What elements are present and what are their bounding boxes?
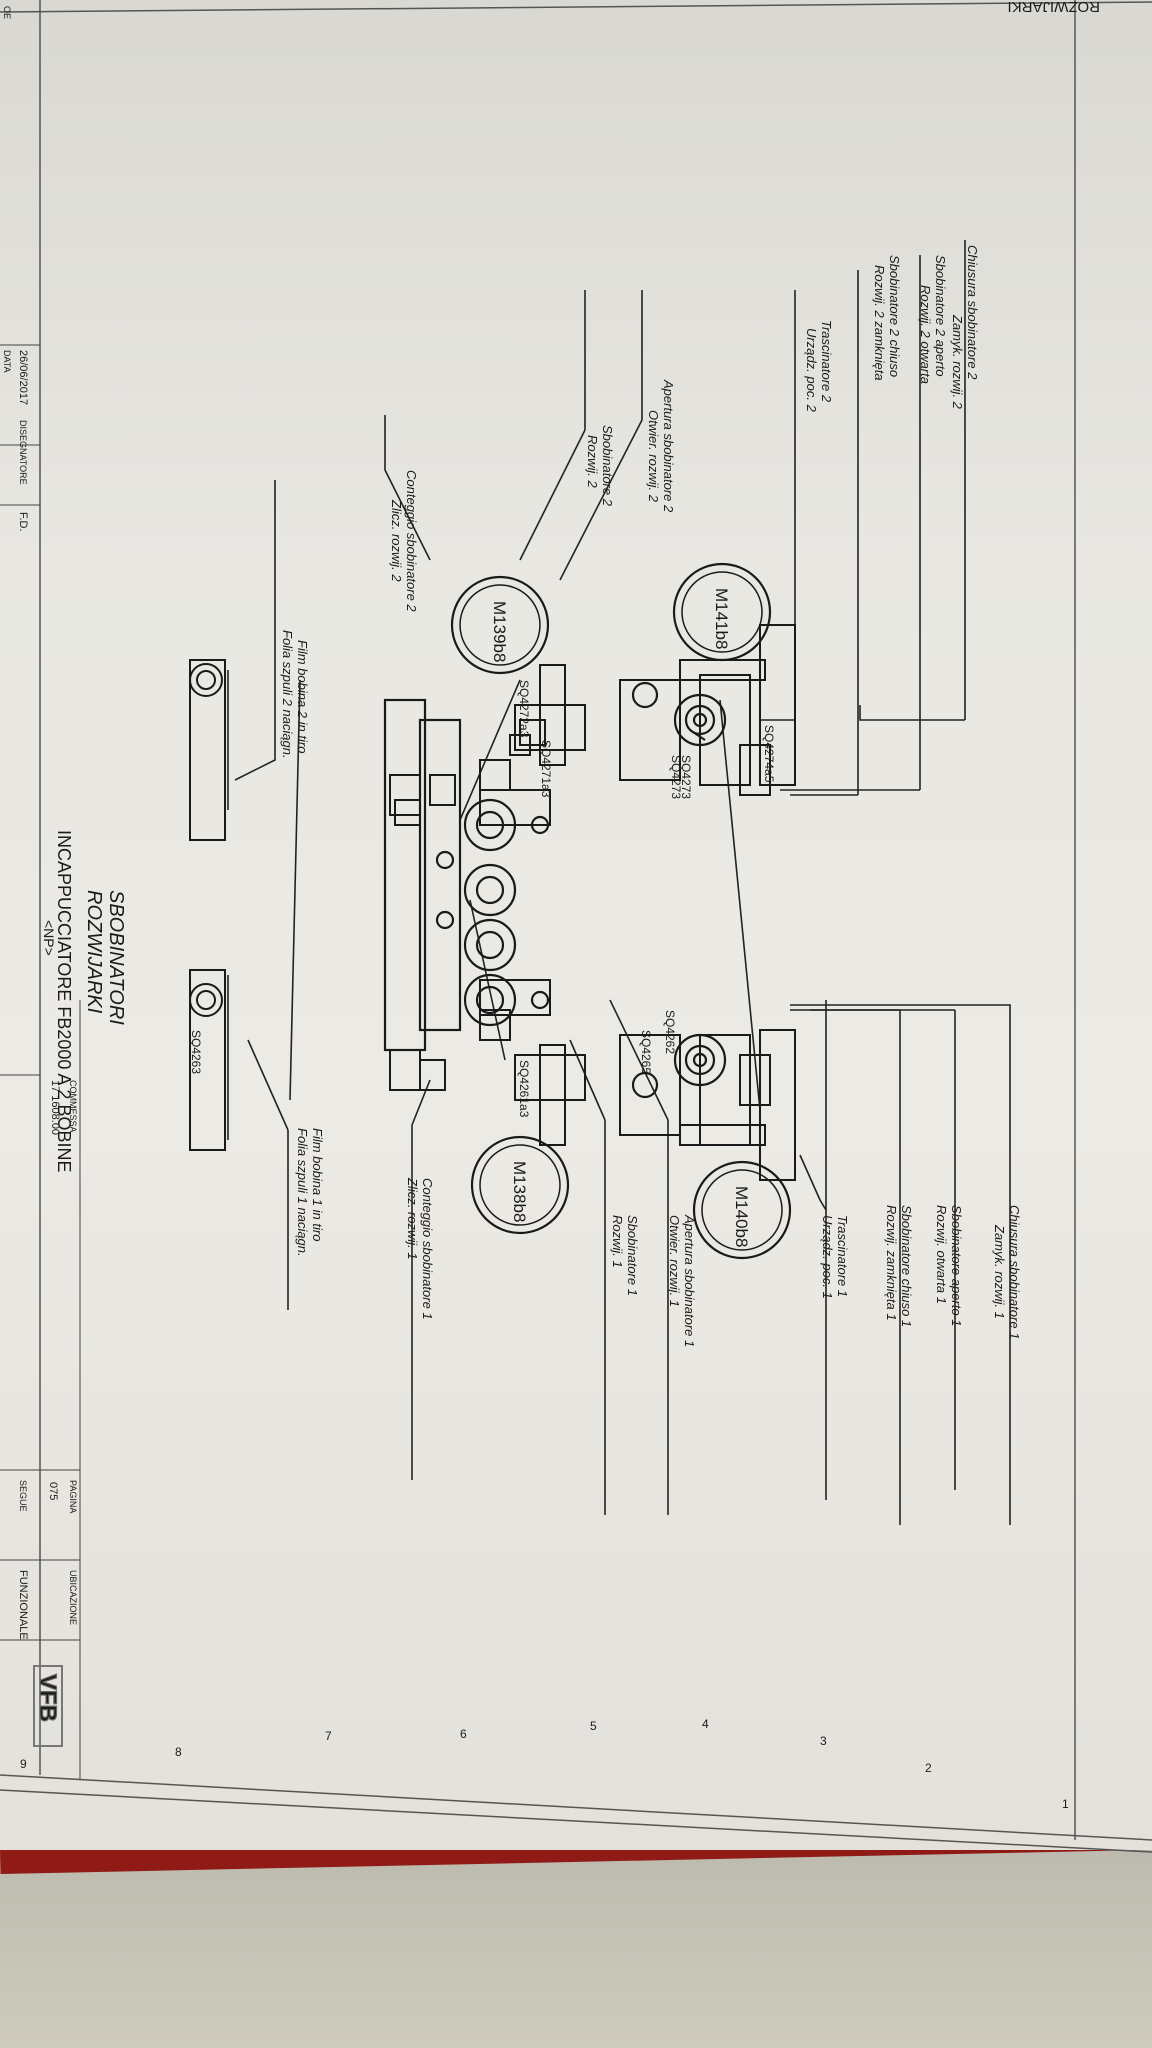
- sensor-sq4263: SQ4263: [189, 1030, 203, 1074]
- logo-text: VFB: [34, 1674, 61, 1722]
- title-line1: SBOBINATORI: [105, 890, 127, 1025]
- sensor-sq4274a5: SQ4274a5: [762, 725, 776, 783]
- label-sbob2aperto: Sbobinatore 2 aperto: [933, 255, 948, 376]
- motor-m138: M138b8: [470, 1135, 570, 1235]
- motor-m139-label: M139b8: [490, 601, 509, 662]
- label-folia1: Folia szpuli 1 naciągn.: [295, 1128, 310, 1257]
- tb-commessa-label: COMMESSA: [68, 1080, 78, 1133]
- label-sbob2: Sbobinatore 2: [600, 425, 615, 507]
- tb-ubicazione-label: UBICAZIONE: [68, 1570, 78, 1625]
- label-film2: Film bobina 2 in tiro: [295, 640, 310, 753]
- grid-number: 7: [325, 1729, 332, 1743]
- tb-segue-label: SEGUE: [18, 1480, 28, 1512]
- motor-m141-label: M141b8: [712, 588, 731, 649]
- grid-number: 5: [590, 1719, 597, 1733]
- sensor-sq4272a3: SQ4272a3: [517, 680, 531, 738]
- tb-commessa-value: 17 1608.00: [49, 1080, 61, 1135]
- label-conteggio2: Conteggio sbobinatore 2: [404, 470, 419, 612]
- top-cut-text: ROZWIJARKI: [1008, 0, 1101, 15]
- label-apertura2: Apertura sbobinatore 2: [661, 379, 676, 513]
- unwinder1-labels: Chiusura sbobinatore 1 Zamyk. rozwij. 1 …: [295, 1128, 1022, 1347]
- label-sbob2chiuso: Sbobinatore 2 chiuso: [887, 255, 902, 377]
- label-chiusura2: Chiusura sbobinatore 2: [965, 245, 980, 380]
- title-line2: ROZWIJARKI: [83, 890, 105, 1014]
- label-urzadzpoc2: Urządz. poc. 2: [804, 328, 819, 413]
- label-sbob1aperto: Sbobinatore aperto 1: [949, 1205, 964, 1326]
- sensor-sq4273: SQ4273: [679, 755, 693, 799]
- unwinder2-labels: Chiusura sbobinatore 2 Zamyk. rozwij. 2 …: [280, 245, 980, 759]
- motor-m140: M140b8: [692, 1160, 792, 1260]
- label-apertura1: Apertura sbobinatore 1: [682, 1214, 697, 1347]
- center-rollers: [383, 681, 727, 1099]
- grid-number: 3: [820, 1734, 827, 1748]
- label-conteggio1: Conteggio sbobinatore 1: [420, 1178, 435, 1320]
- title-project: INCAPPUCCIATORE FB2000 A 2 BOBINE: [54, 830, 74, 1172]
- label-rozwij1otwarta: Rozwij. otwarta 1: [934, 1205, 949, 1304]
- label-sbob1: Sbobinatore 1: [625, 1215, 640, 1296]
- unwinder2-mechanism: [189, 624, 796, 841]
- label-rozwij2zamknieta: Rozwij. 2 zamknięta: [872, 265, 887, 381]
- label-urzadzpoc1: Urządz. poc. 1: [820, 1215, 835, 1299]
- label-sbob1chiuso: Sbobinatore chiuso 1: [899, 1205, 914, 1327]
- drawing-title: SBOBINATORI ROZWIJARKI INCAPPUCCIATORE F…: [41, 830, 127, 1172]
- sensor-tags: SQ4274a5 SQ4273 SQ4273 SQ4271a3 SQ4272a3…: [189, 680, 776, 1118]
- grid-number: 8: [175, 1745, 182, 1759]
- sensor-sq4271a3: SQ4271a3: [539, 740, 553, 798]
- leader-lines: [189, 240, 1011, 1525]
- vfb-logo: VFB: [33, 1665, 63, 1747]
- sensor-sq4265: SQ4265: [639, 1030, 653, 1074]
- label-rozwij1: Rozwij. 1: [610, 1215, 625, 1268]
- tb-pagina-label: PAGINA: [68, 1480, 78, 1513]
- grid-number: 4: [702, 1717, 709, 1731]
- tb-disegnatore-value: F.D.: [17, 512, 29, 532]
- label-otwier2: Otwier. rozwij. 2: [646, 410, 661, 503]
- grid-number: 9: [20, 1757, 27, 1771]
- label-rozwij2otwarta: Rozwij. 2 otwarta: [918, 285, 933, 384]
- unwinder1-mechanism: [189, 969, 796, 1181]
- label-zamyk2: Zamyk. rozwij. 2: [950, 314, 965, 410]
- motor-m138-label: M138b8: [510, 1161, 529, 1222]
- grid-number: 2: [925, 1761, 932, 1775]
- grid-number: 1: [1062, 1797, 1069, 1811]
- label-trascinatore2: Trascinatore 2: [819, 320, 834, 403]
- motor-m139: M139b8: [450, 575, 550, 675]
- grid-numbers: 1 2 3 4 5 6 7 8 9: [20, 1717, 1069, 1811]
- label-rozwij1zamknieta: Rozwij. zamknięta 1: [884, 1205, 899, 1321]
- label-trascinatore1: Trascinatore 1: [835, 1215, 850, 1297]
- tb-edge-label: OE: [2, 6, 12, 19]
- sensor-sq4262: SQ4262: [663, 1010, 677, 1054]
- label-otwier1: Otwier. rozwij. 1: [667, 1215, 682, 1307]
- tb-data-value: 26/06/2017: [17, 350, 29, 405]
- motor-m141: M141b8: [672, 562, 772, 662]
- sensor-sq4273b: SQ4273: [669, 755, 683, 799]
- label-zlicz2: Zlicz. rozwij. 2: [389, 499, 404, 582]
- label-film1: Film bobina 1 in tiro: [310, 1128, 325, 1241]
- label-folia2: Folia szpuli 2 naciągn.: [280, 630, 295, 759]
- sensor-sq4261a3: SQ4261a3: [517, 1060, 531, 1118]
- drawing-sheet: [0, 0, 1152, 1850]
- sheet-frame: [0, 0, 1152, 1853]
- motor-m140-label: M140b8: [732, 1186, 751, 1247]
- tb-disegnatore-label: DISEGNATORE: [18, 420, 28, 485]
- title-block: OE DATA 26/06/2017 DISEGNATORE F.D. COMM…: [0, 6, 81, 1780]
- tb-ubicazione-value: FUNZIONALE: [17, 1570, 29, 1640]
- tb-pagina-value: 075: [47, 1482, 59, 1500]
- grid-number: 6: [460, 1727, 467, 1741]
- label-rozwij2: Rozwij. 2: [585, 435, 600, 489]
- tb-data-label: DATA: [2, 350, 12, 373]
- label-zamyk1: Zamyk. rozwij. 1: [992, 1224, 1007, 1319]
- title-np: <NP>: [41, 920, 57, 956]
